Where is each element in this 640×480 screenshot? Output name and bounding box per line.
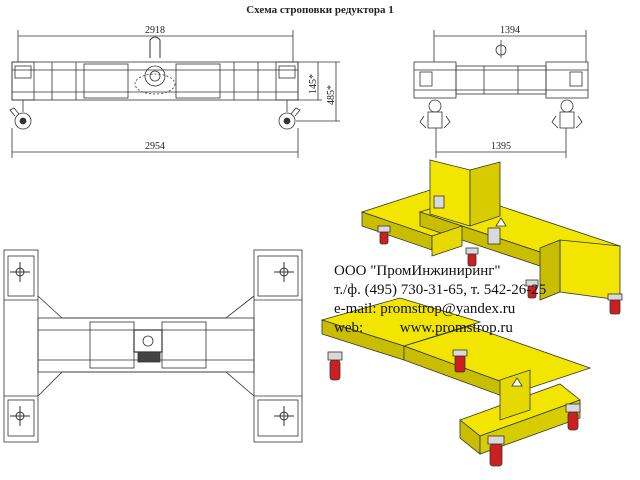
company-info: ООО "ПромИнжиниринг" т./ф. (495) 730-31-… <box>334 262 634 338</box>
side-view <box>413 30 589 158</box>
dim-front-top: 2918 <box>145 25 165 36</box>
web-value[interactable]: www.promstrop.ru <box>399 320 513 336</box>
company-email-line: e-mail: promstrop@yandex.ru <box>334 300 634 319</box>
dim-side-top: 1394 <box>500 25 520 36</box>
company-phone: т./ф. (495) 730-31-65, т. 542-26-25 <box>334 282 547 298</box>
diagram-title: Схема строповки редуктора 1 <box>246 4 394 16</box>
company-name: ООО "ПромИнжиниринг" <box>334 263 501 279</box>
isometric-view <box>320 159 623 467</box>
dim-front-bottom: 2954 <box>145 141 165 152</box>
email-value[interactable]: promstrop@yandex.ru <box>380 301 516 317</box>
dim-front-height-1: 145* <box>308 74 319 94</box>
dim-front-height-2: 485* <box>326 85 337 105</box>
plan-view <box>3 249 303 443</box>
company-web-line: web: www.promstrop.ru <box>334 319 634 338</box>
web-label: web: <box>334 320 364 336</box>
front-view <box>9 30 340 158</box>
dim-side-bottom: 1395 <box>491 141 511 152</box>
email-label: e-mail: <box>334 301 377 317</box>
